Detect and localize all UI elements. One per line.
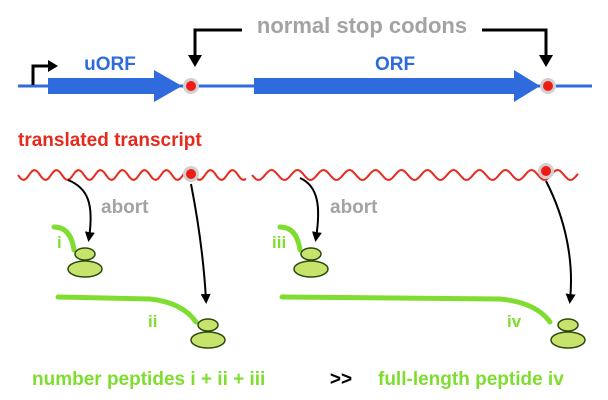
orf-arrow xyxy=(254,70,540,102)
stop-codon-icon xyxy=(183,166,199,182)
peptide-iii xyxy=(277,224,303,253)
summary-operator: >> xyxy=(330,369,352,390)
ribosome-icon xyxy=(190,318,226,349)
peptide-i-label: i xyxy=(57,233,62,252)
translated-transcript-label: translated transcript xyxy=(18,130,202,151)
full-arrow-orf xyxy=(545,180,576,304)
ribosome-icon xyxy=(293,247,329,278)
uorf-label: uORF xyxy=(84,54,136,75)
abort-label-1: abort xyxy=(101,197,149,218)
abort-label-2: abort xyxy=(330,197,378,218)
summary-right: full-length peptide iv xyxy=(378,369,564,390)
stop-codon-icon xyxy=(540,78,556,94)
peptide-iv xyxy=(279,294,553,325)
stop-bracket-left-arrowhead xyxy=(188,55,202,67)
peptide-iii-label: iii xyxy=(272,233,286,252)
peptide-ii xyxy=(55,294,199,325)
ribosome-icon xyxy=(67,247,103,278)
stop-codon-icon xyxy=(538,163,554,179)
ribosome-icon xyxy=(550,318,586,349)
stop-bracket-right-arrowhead xyxy=(539,55,553,67)
abort-arrow-1 xyxy=(67,179,95,242)
stop-bracket-right xyxy=(482,28,548,57)
stop-codon-icon xyxy=(183,78,199,94)
promoter-arrow-icon xyxy=(31,60,58,85)
uorf-arrow xyxy=(48,70,182,102)
transcript-wave-left xyxy=(17,169,247,181)
transcript-wave-right xyxy=(251,168,579,182)
orf-label: ORF xyxy=(375,54,415,75)
peptide-i xyxy=(51,224,77,253)
peptide-ii-label: ii xyxy=(148,312,157,331)
summary-left: number peptides i + ii + iii xyxy=(32,369,265,390)
stop-codons-label: normal stop codons xyxy=(257,13,467,38)
stop-bracket-left xyxy=(193,28,242,57)
peptide-iv-label: iv xyxy=(507,312,522,331)
abort-arrow-2 xyxy=(299,177,322,242)
full-arrow-uorf xyxy=(190,183,211,304)
